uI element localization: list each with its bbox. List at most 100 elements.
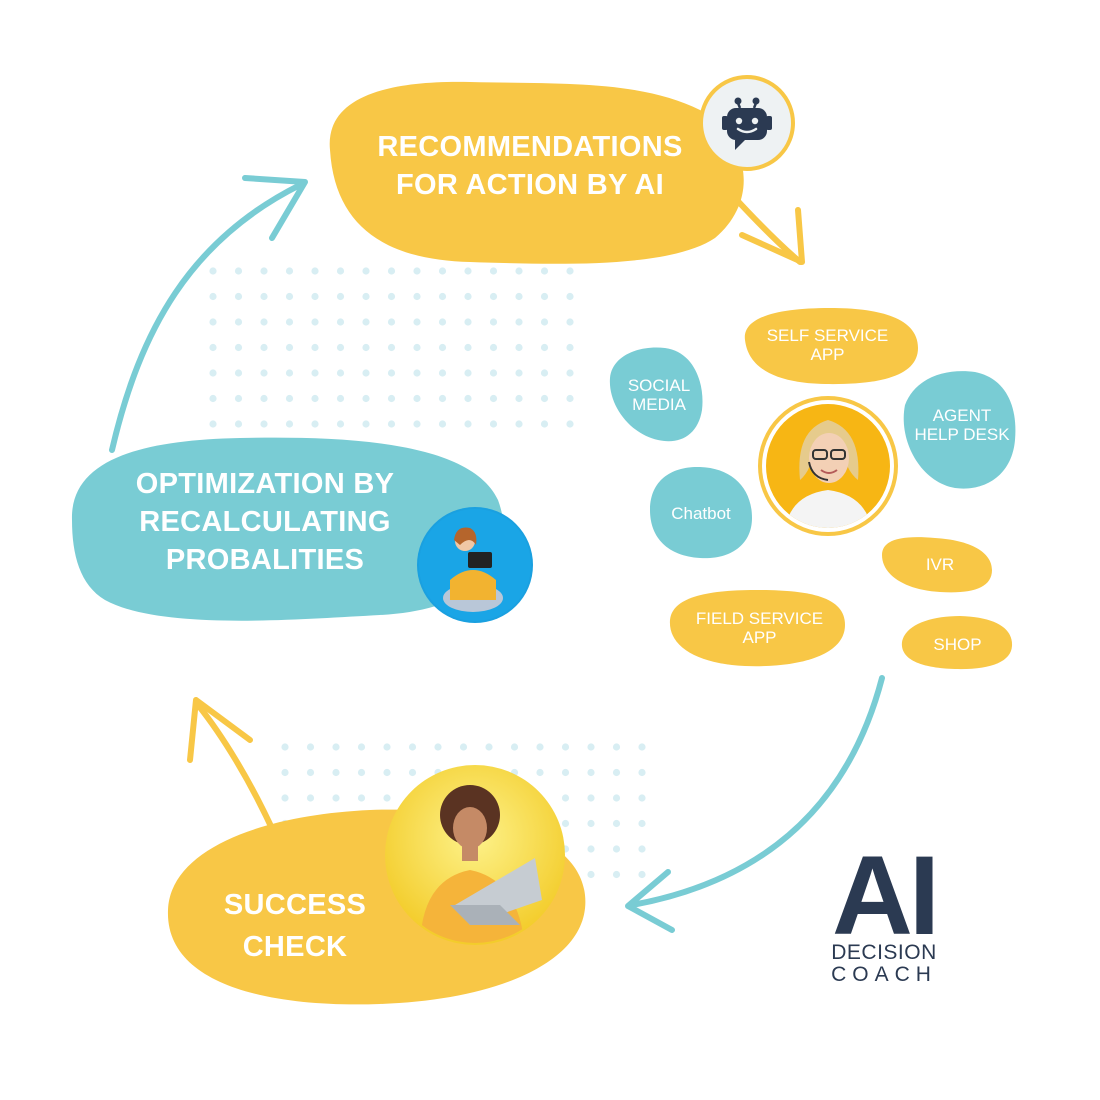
- field-service-blob: [669, 590, 845, 667]
- dot: [561, 794, 570, 802]
- ivr-blob: [882, 537, 992, 593]
- dot: [540, 318, 549, 326]
- chatbot-label: Chatbot: [650, 504, 752, 523]
- social-media-line2: MEDIA: [632, 395, 686, 414]
- dot: [638, 819, 646, 828]
- dot: [515, 267, 523, 275]
- dot: [464, 318, 472, 326]
- dot: [438, 343, 447, 352]
- dot: [311, 343, 319, 352]
- agent-help-desk-line1: AGENT: [932, 406, 992, 425]
- dot: [336, 394, 345, 403]
- dot: [638, 845, 646, 853]
- dot: [587, 819, 595, 828]
- dot: [306, 743, 315, 751]
- dot: [561, 743, 570, 751]
- dot: [587, 794, 595, 802]
- woman-with-tablet-photo: [417, 507, 533, 623]
- field-service-line1: FIELD SERVICE: [695, 609, 824, 628]
- dot: [234, 369, 243, 377]
- dot: [489, 420, 498, 428]
- dot: [566, 292, 574, 301]
- dot: [438, 292, 447, 301]
- dot: [413, 369, 421, 377]
- dot: [464, 292, 472, 301]
- dot: [566, 318, 574, 326]
- dot: [438, 369, 447, 377]
- arrow-success-to-optimization: [187, 697, 278, 838]
- success-label: SUCCESS CHECK: [195, 884, 395, 968]
- dot: [464, 267, 472, 275]
- dot: [464, 369, 472, 377]
- dot: [510, 743, 519, 751]
- shop-blob: [901, 616, 1013, 670]
- recommendations-blob: [329, 81, 744, 264]
- logo-line2: COACH: [831, 963, 937, 986]
- woman-with-laptop-photo: [385, 765, 565, 945]
- dot: [336, 369, 345, 377]
- dot: [311, 394, 319, 403]
- dot: [587, 870, 595, 879]
- dot: [566, 394, 574, 403]
- dot: [489, 267, 498, 275]
- dot: [234, 318, 243, 326]
- dot: [336, 318, 345, 326]
- recommendations-line1: RECOMMENDATIONS: [377, 131, 683, 163]
- dot: [209, 369, 217, 377]
- dot: [336, 292, 345, 301]
- dot: [536, 768, 544, 777]
- dot: [489, 318, 498, 326]
- dot: [311, 420, 319, 428]
- dot: [387, 343, 396, 352]
- optimization-blob: [71, 437, 504, 621]
- dot: [357, 768, 366, 777]
- dot: [209, 318, 217, 326]
- dot: [540, 420, 549, 428]
- dot: [383, 768, 391, 777]
- recommendations-line2: FOR ACTION BY AI: [396, 169, 664, 201]
- dot: [362, 318, 370, 326]
- dot: [566, 267, 574, 275]
- dot: [438, 394, 447, 403]
- dot: [209, 292, 217, 301]
- shop-line1: SHOP: [933, 635, 982, 654]
- dot: [281, 768, 289, 777]
- dot: [515, 394, 523, 403]
- dot: [285, 369, 294, 377]
- dot: [383, 743, 391, 751]
- dot: [434, 743, 442, 751]
- dot: [489, 292, 498, 301]
- recommendations-label: RECOMMENDATIONS FOR ACTION BY AI: [340, 128, 720, 204]
- dot: [260, 394, 268, 403]
- dot: [362, 267, 370, 275]
- social-media-label: SOCIAL MEDIA: [604, 376, 714, 414]
- dot: [387, 420, 396, 428]
- dot: [587, 845, 595, 853]
- self-service-line2: APP: [810, 345, 845, 364]
- dot: [234, 292, 243, 301]
- optimization-label: OPTIMIZATION BY RECALCULATING PROBALITIE…: [100, 465, 430, 579]
- dot: [260, 420, 268, 428]
- dot: [413, 267, 421, 275]
- dot: [413, 394, 421, 403]
- dot: [561, 768, 570, 777]
- dot: [332, 743, 340, 751]
- dot: [566, 343, 574, 352]
- dot: [540, 343, 549, 352]
- dot: [459, 743, 468, 751]
- dot: [408, 743, 417, 751]
- dot: [612, 768, 621, 777]
- dot: [285, 420, 294, 428]
- chatbot-blob: [650, 466, 752, 559]
- dot: [612, 870, 621, 879]
- dot: [336, 420, 345, 428]
- dot: [413, 318, 421, 326]
- optimization-line3: PROBALITIES: [165, 544, 365, 576]
- dot: [332, 768, 340, 777]
- self-service-line1: SELF SERVICE: [766, 326, 889, 345]
- self-service-blob: [744, 308, 918, 385]
- dot: [332, 794, 340, 802]
- dot: [515, 420, 523, 428]
- dot: [311, 292, 319, 301]
- dot: [638, 768, 646, 777]
